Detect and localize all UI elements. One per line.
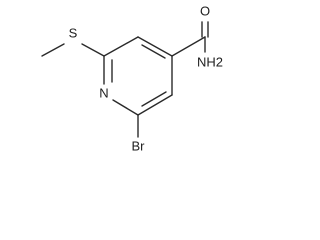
bond-c2-s [81, 43, 105, 57]
ring-bond-c3-c4 [137, 36, 173, 57]
ring-bond-c2-c3 [103, 36, 139, 57]
ring-inner-double-c5-c6 [141, 91, 167, 107]
amide-nh2-label: NH2 [197, 54, 223, 69]
ring-bond-c5-c6 [137, 94, 173, 116]
sulfur-label: S [69, 25, 78, 40]
ring-inner-double-c3-c4 [141, 44, 166, 59]
bond-s-methyl [41, 43, 65, 57]
chemical-structure: O NH2 S N Br [41, 3, 223, 153]
bromine-label: Br [132, 138, 146, 153]
bond-c4-carbonyl-c [171, 36, 206, 57]
ring-bond-c6-n [112, 99, 139, 116]
ring-nitrogen-label: N [99, 85, 108, 100]
oxygen-label: O [200, 3, 210, 18]
